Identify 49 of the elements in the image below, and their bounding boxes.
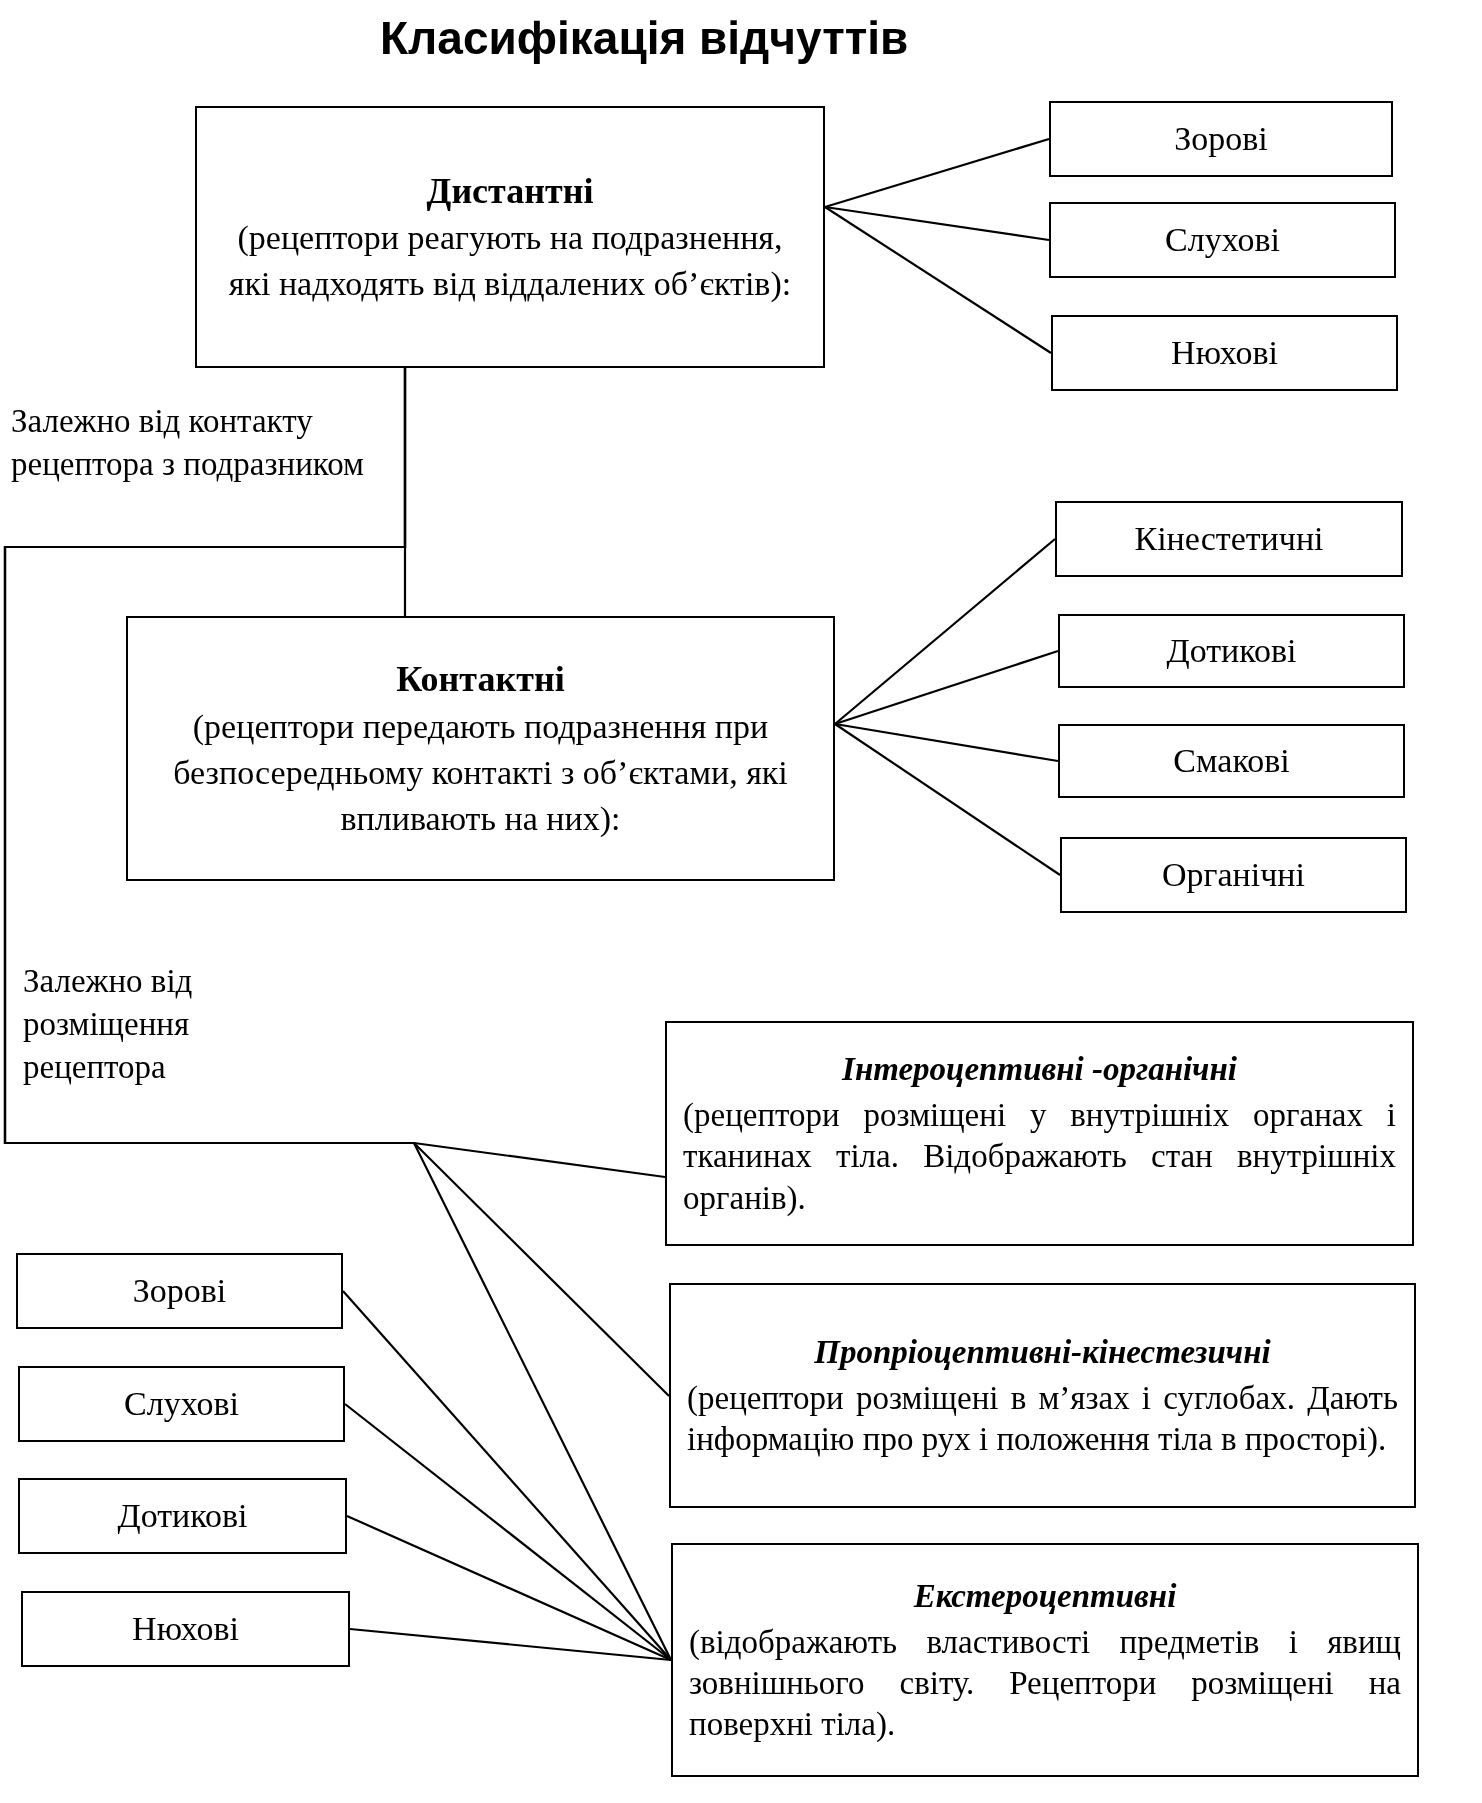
- box-heading: Екстероцептивні: [912, 1576, 1178, 1616]
- box-description: (рецептори реагують на подразнення, які надходять від віддалених об’єктів):: [227, 218, 793, 305]
- connector-line: [834, 723, 1061, 876]
- category-box: [669, 1283, 1416, 1508]
- category-box: [195, 106, 825, 368]
- branch-label: Залежно від контакту рецептора з подразником: [11, 402, 365, 484]
- box-heading: Дистантні: [425, 169, 595, 213]
- sensation-box: [1051, 315, 1398, 391]
- box-label: Нюхові: [131, 1608, 240, 1649]
- connector-line: [346, 1515, 672, 1661]
- sensation-box: [18, 1478, 347, 1554]
- box-description: (рецептори передають подразнення при безпосередньому контакті з об’єктами, які впливають на них):: [172, 706, 789, 839]
- title: Класифікація відчуттів: [380, 11, 909, 66]
- sensation-box: [1049, 101, 1393, 177]
- sensation-box: [1060, 837, 1407, 913]
- box-description: (рецептори розміщені у внутрішніх органах і тканинах тіла. Відображають стан внутрішніх органів).: [683, 1096, 1396, 1218]
- box-label: Кінестетичні: [1133, 518, 1325, 559]
- connector-line: [824, 137, 1050, 209]
- category-box: [671, 1543, 1419, 1777]
- box-description: (рецептори розміщені в м’язах і суглобах. Дають інформацію про рух і положення тіла в просторі).: [687, 1378, 1398, 1459]
- box-label: Зорові: [131, 1270, 228, 1311]
- sensation-box: [1055, 501, 1403, 577]
- box-label: Нюхові: [1170, 332, 1279, 373]
- box-label: Смакові: [1172, 740, 1291, 781]
- box-label: Слухові: [123, 1383, 240, 1424]
- connector-line: [834, 538, 1056, 725]
- box-label: Слухові: [1164, 219, 1281, 260]
- sensation-box: [1049, 202, 1396, 278]
- box-description: (відображають властивості предметів і явищ зовнішнього світу. Рецептори розміщені на поверхні тіла).: [689, 1622, 1401, 1745]
- box-label: Дотикові: [1165, 630, 1298, 671]
- box-label: Органічні: [1161, 854, 1306, 895]
- sensation-box: [18, 1366, 345, 1442]
- category-box: [665, 1021, 1414, 1246]
- connector-line: [834, 649, 1059, 726]
- box-label: Зорові: [1173, 118, 1269, 159]
- connector-line: [349, 1627, 672, 1662]
- box-heading: Інтероцептивні -органічні: [840, 1050, 1238, 1090]
- branch-label: Залежно від розміщення рецептора: [23, 962, 194, 1087]
- sensation-box: [1058, 614, 1405, 688]
- box-heading: Контактні: [395, 658, 566, 702]
- sensation-box: [21, 1591, 350, 1667]
- sensation-box: [1058, 724, 1405, 798]
- category-box: [126, 616, 835, 881]
- connector-line: [824, 206, 1052, 354]
- connector-line: [824, 205, 1050, 242]
- box-heading: Пропріоцептивні-кінестезичні: [813, 1332, 1272, 1372]
- sensation-box: [16, 1253, 343, 1329]
- box-label: Дотикові: [116, 1495, 249, 1536]
- connector-line: [834, 722, 1059, 763]
